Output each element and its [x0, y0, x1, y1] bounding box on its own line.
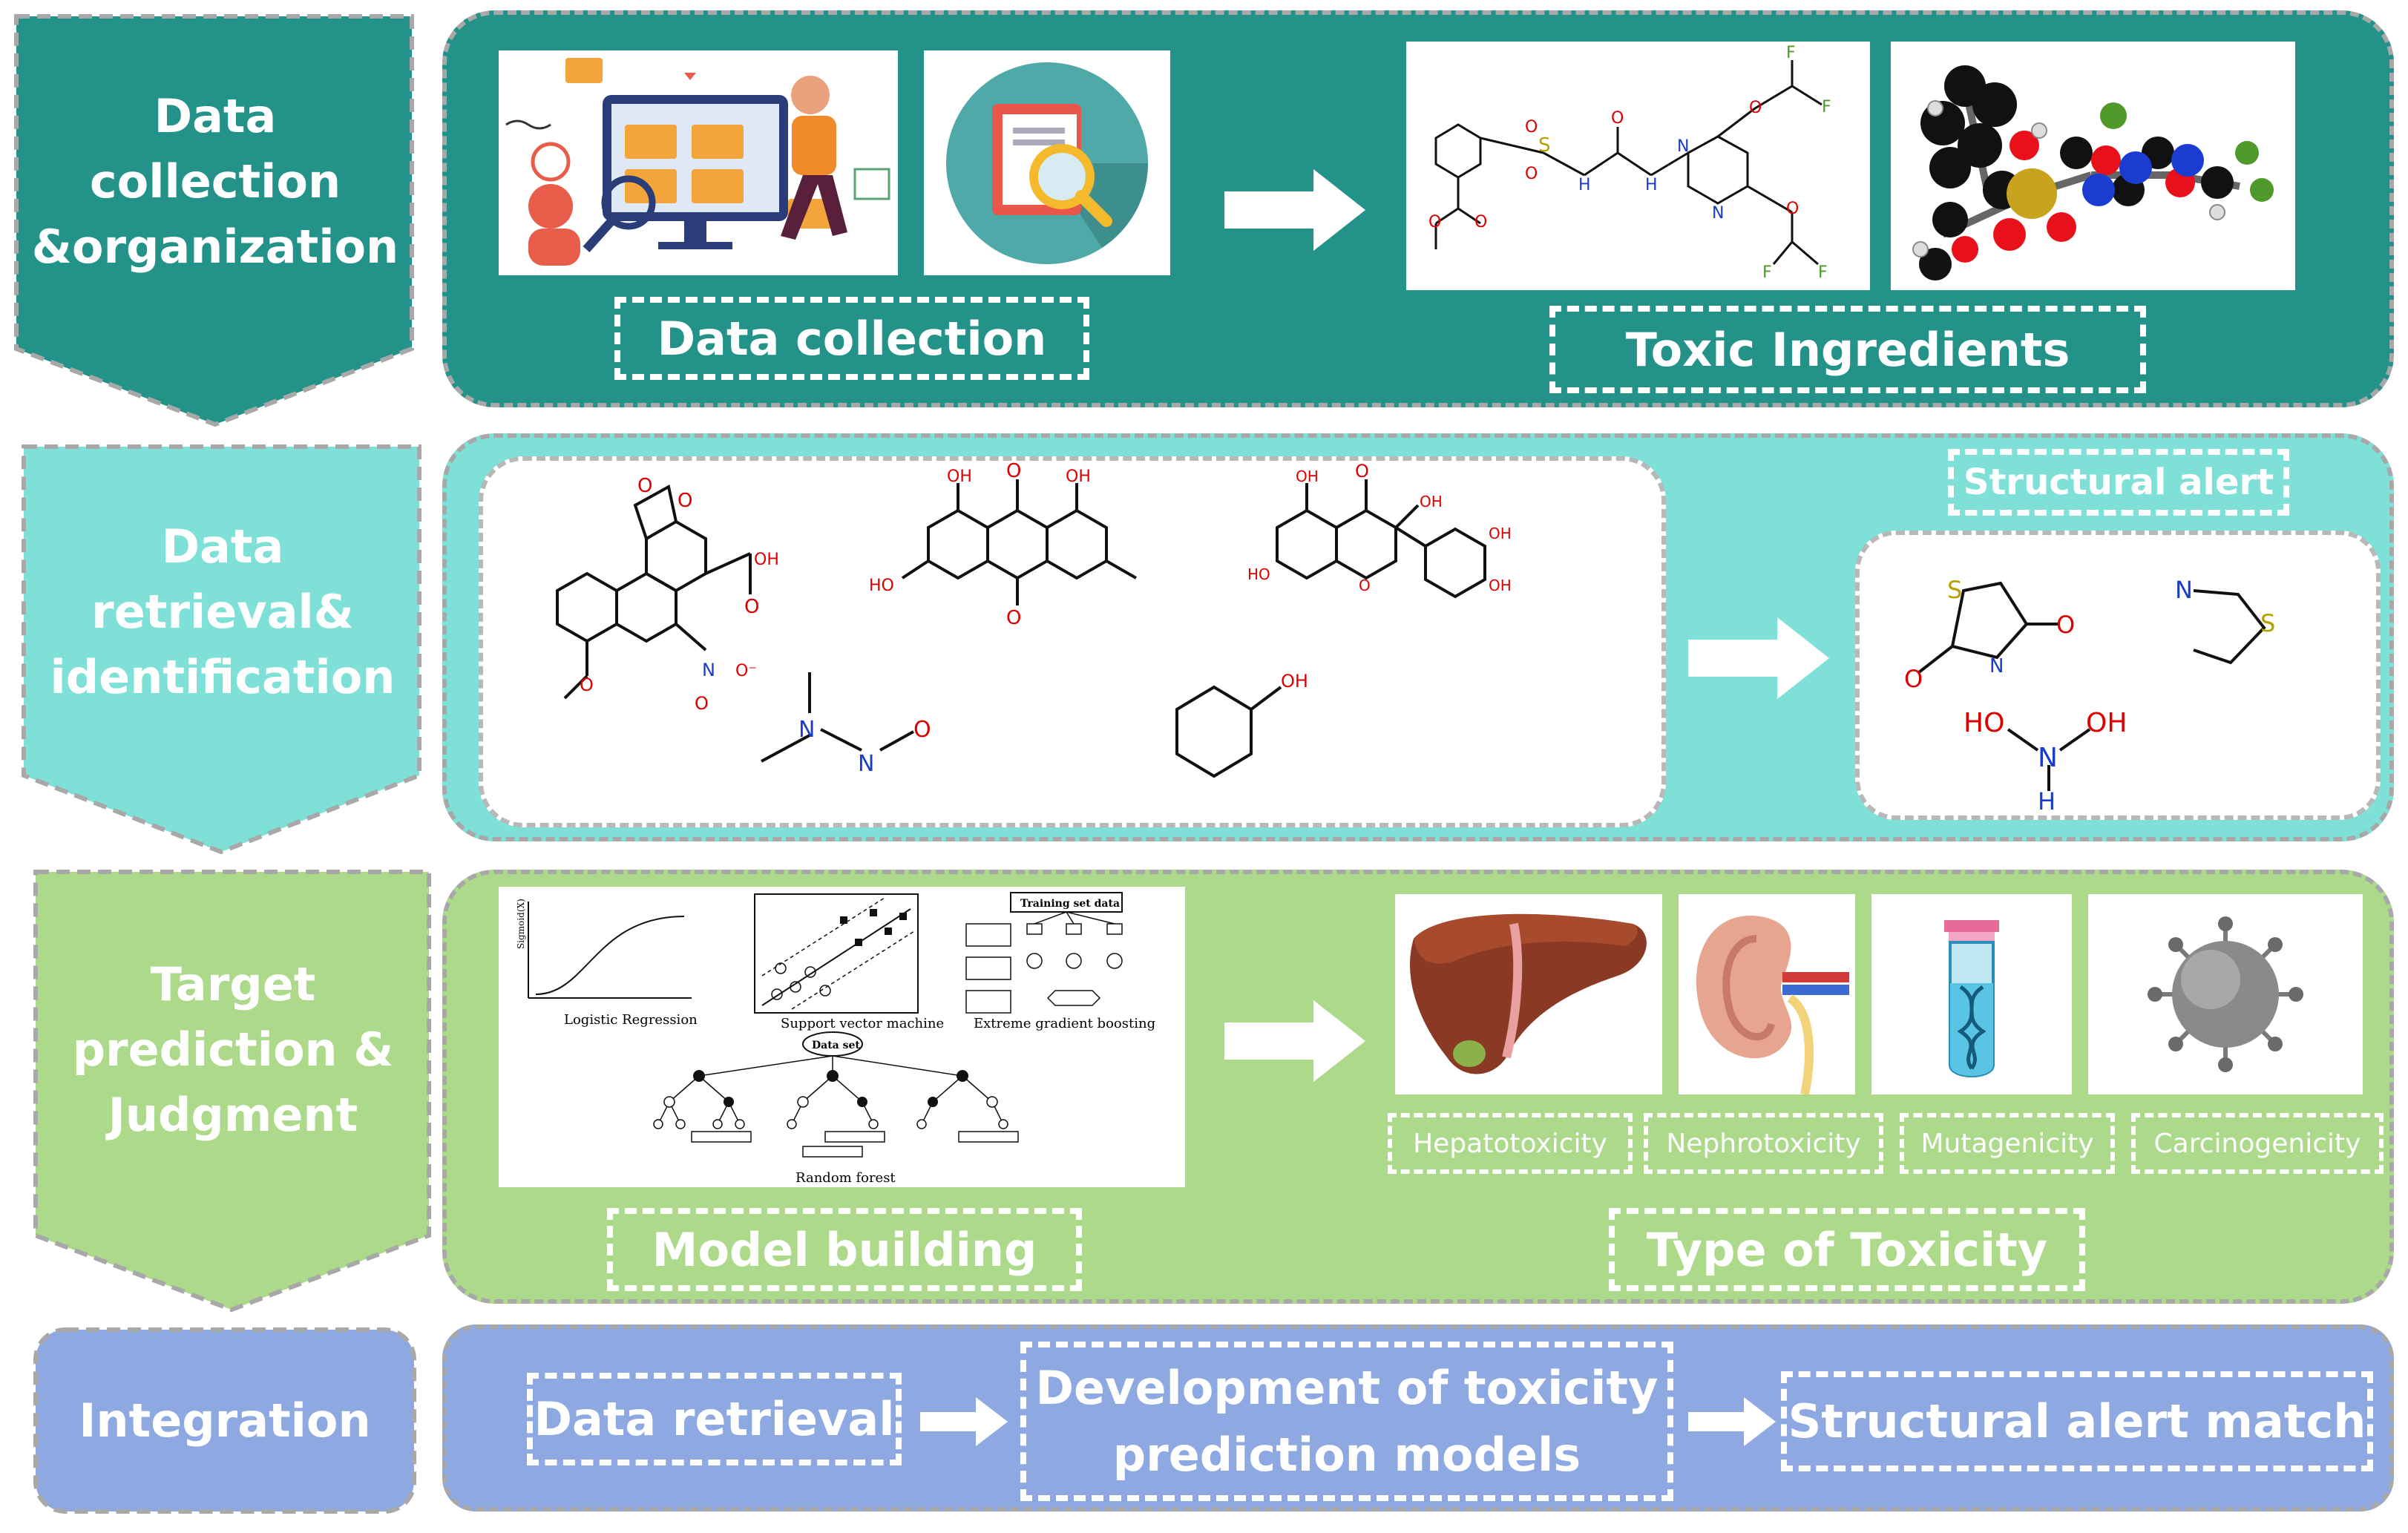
svg-text:O: O: [1525, 118, 1538, 137]
svg-text:O⁻: O⁻: [735, 662, 757, 680]
svg-text:O: O: [913, 717, 931, 743]
svg-text:F: F: [1822, 98, 1831, 116]
kidney-image: [1679, 894, 1855, 1094]
model-building-figure: Sigmoid(X) Logistic Regression Support v…: [499, 887, 1185, 1187]
svg-text:H: H: [1578, 176, 1591, 194]
stage-chevron-3: [33, 870, 431, 1313]
svg-text:H: H: [2038, 787, 2056, 815]
panel-integration: [442, 1324, 2394, 1511]
svg-text:HO: HO: [1247, 565, 1270, 583]
svg-text:OH: OH: [1489, 577, 1512, 594]
arrow-row2: [1688, 617, 1829, 699]
svg-text:O: O: [1359, 577, 1371, 594]
svm-label: Support vector machine: [781, 1016, 944, 1031]
svg-text:O: O: [1006, 607, 1021, 629]
svg-text:OH: OH: [1066, 467, 1091, 486]
svg-text:O: O: [1525, 165, 1538, 183]
data-collection-label: Data collection: [614, 297, 1089, 380]
arrow-row4-a: [920, 1397, 1008, 1446]
svg-text:O: O: [1006, 461, 1021, 482]
xgboost-label: Extreme gradient boosting: [974, 1016, 1155, 1031]
svg-text:O: O: [1428, 213, 1441, 232]
stage-label-integration: Integration: [79, 1394, 371, 1448]
svg-text:O: O: [1474, 213, 1487, 232]
type-of-toxicity-label: Type of Toxicity: [1609, 1208, 2085, 1291]
structural-alert-label: Structural alert: [1948, 449, 2289, 516]
liver-image: [1395, 894, 1662, 1094]
compounds-box: O O OH O N O⁻ O O O O OH OH HO: [479, 456, 1666, 827]
svg-text:N: N: [702, 660, 715, 680]
svg-text:OH: OH: [1489, 525, 1512, 542]
svg-text:N: N: [1712, 204, 1724, 223]
arrow-row3: [1224, 1000, 1365, 1082]
svg-text:O: O: [580, 674, 594, 695]
svg-text:O: O: [1904, 665, 1923, 693]
training-set-label: Training set data: [1020, 898, 1120, 910]
stage-chevron-2: [22, 444, 421, 855]
svg-text:F: F: [1762, 263, 1772, 282]
svg-text:OH: OH: [1281, 671, 1308, 692]
data-set-label: Data set: [812, 1040, 860, 1051]
toxic-ingredient-structure: S O O H H O N N O F F O F F O O: [1406, 42, 1870, 290]
logistic-regression-label: Logistic Regression: [564, 1012, 698, 1028]
book-search-illustration: [924, 50, 1170, 275]
svg-text:OH: OH: [754, 551, 779, 569]
svg-text:O: O: [1355, 461, 1369, 482]
structural-alert-box: S O O N N S HO OH N H: [1855, 531, 2381, 820]
svg-text:OH: OH: [1420, 493, 1443, 511]
svg-text:N: N: [1677, 137, 1689, 156]
svg-text:HO: HO: [1964, 708, 2004, 738]
toxicity-label-mutagenicity: Mutagenicity: [1900, 1113, 2115, 1174]
svg-text:O: O: [637, 475, 652, 497]
stage-label-retrieval: Data retrieval& identification: [50, 519, 396, 704]
svg-text:O: O: [1786, 200, 1799, 218]
svg-text:OH: OH: [947, 467, 972, 486]
svg-text:OH: OH: [1296, 467, 1319, 485]
arrow-row4-b: [1688, 1397, 1776, 1446]
stage-box-4: [33, 1327, 416, 1514]
svg-text:N: N: [1989, 655, 2004, 677]
svg-text:O: O: [2056, 611, 2075, 639]
svg-text:S: S: [1538, 134, 1551, 157]
stage-label-prediction: Target prediction & Judgment: [72, 957, 394, 1142]
svg-text:S: S: [1947, 576, 1962, 604]
svg-text:N: N: [798, 717, 815, 743]
sigmoid-axis-label: Sigmoid(X): [516, 899, 526, 949]
stage-chevron-1: [14, 14, 414, 427]
svg-text:N: N: [2038, 743, 2058, 773]
svg-text:O: O: [695, 693, 709, 714]
svg-text:S: S: [2260, 609, 2275, 637]
toxicity-label-hepatotoxicity: Hepatotoxicity: [1388, 1113, 1633, 1174]
svg-text:O: O: [1749, 99, 1762, 117]
svg-text:H: H: [1645, 176, 1658, 194]
integration-development: Development of toxicity prediction model…: [1020, 1342, 1673, 1501]
integration-data-retrieval: Data retrieval: [527, 1373, 902, 1465]
svg-text:OH: OH: [2086, 708, 2127, 738]
svg-text:N: N: [858, 751, 874, 777]
svg-text:F: F: [1786, 44, 1796, 62]
model-building-label: Model building: [607, 1208, 1082, 1291]
toxicity-label-carcinogenicity: Carcinogenicity: [2131, 1113, 2384, 1174]
svg-text:O: O: [678, 490, 692, 512]
svg-text:N: N: [2175, 576, 2193, 604]
svg-text:HO: HO: [869, 577, 894, 595]
molecule-3d-model: [1891, 42, 2295, 290]
toxic-ingredients-label: Toxic Ingredients: [1549, 306, 2146, 393]
svg-text:F: F: [1818, 263, 1828, 282]
stage-label-collection: Data collection &organization: [31, 89, 399, 274]
svg-text:O: O: [744, 596, 759, 618]
arrow-row1: [1224, 169, 1365, 251]
carcinogenicity-image: [2088, 894, 2363, 1094]
data-collection-illustration: [499, 50, 898, 275]
svg-text:O: O: [1611, 109, 1624, 128]
random-forest-label: Random forest: [795, 1170, 896, 1186]
mutagenicity-image: [1871, 894, 2072, 1094]
integration-structural-alert-match: Structural alert match: [1781, 1371, 2373, 1471]
toxicity-label-nephrotoxicity: Nephrotoxicity: [1644, 1113, 1883, 1174]
